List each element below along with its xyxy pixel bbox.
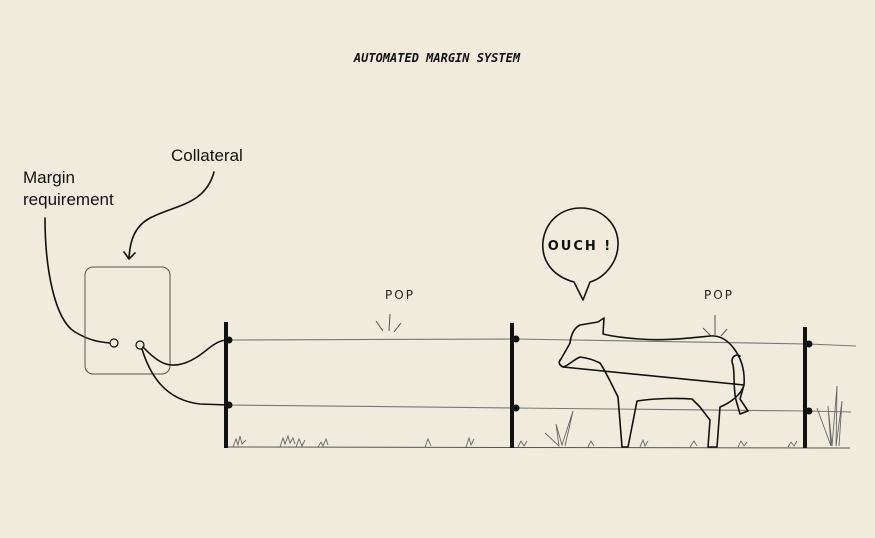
collateral-arrow [128, 171, 215, 259]
terminal-margin [109, 338, 119, 348]
speech-bubble-text: OUCH ! [548, 239, 612, 254]
arrow-head-icon [123, 251, 136, 260]
fence-post [224, 322, 233, 448]
collateral-label: Collateral [171, 146, 243, 165]
spark-icon [702, 315, 728, 337]
grass-tufts [232, 385, 843, 448]
fence-wire-bottom [227, 404, 852, 413]
diagram-title: AUTOMATED MARGIN SYSTEM [353, 51, 521, 65]
speech-bubble [542, 207, 619, 301]
energizer-box [84, 266, 171, 375]
cow-outline [558, 317, 749, 448]
spark-icon [375, 313, 402, 333]
pop-sound-effect: POP [385, 288, 415, 302]
lead-wire-bottom [141, 348, 229, 406]
pop-sound-effect: POP [704, 288, 734, 302]
margin-requirement-line [44, 217, 111, 344]
ground-line [227, 446, 851, 449]
margin-requirement-label-line2: requirement [23, 190, 114, 209]
fence-wire-top [227, 338, 857, 347]
fence-post [510, 323, 520, 448]
terminal-collateral [135, 340, 145, 350]
fence-post [803, 327, 813, 448]
margin-requirement-label-line1: Margin [23, 168, 75, 187]
lead-wire-top [142, 339, 229, 366]
